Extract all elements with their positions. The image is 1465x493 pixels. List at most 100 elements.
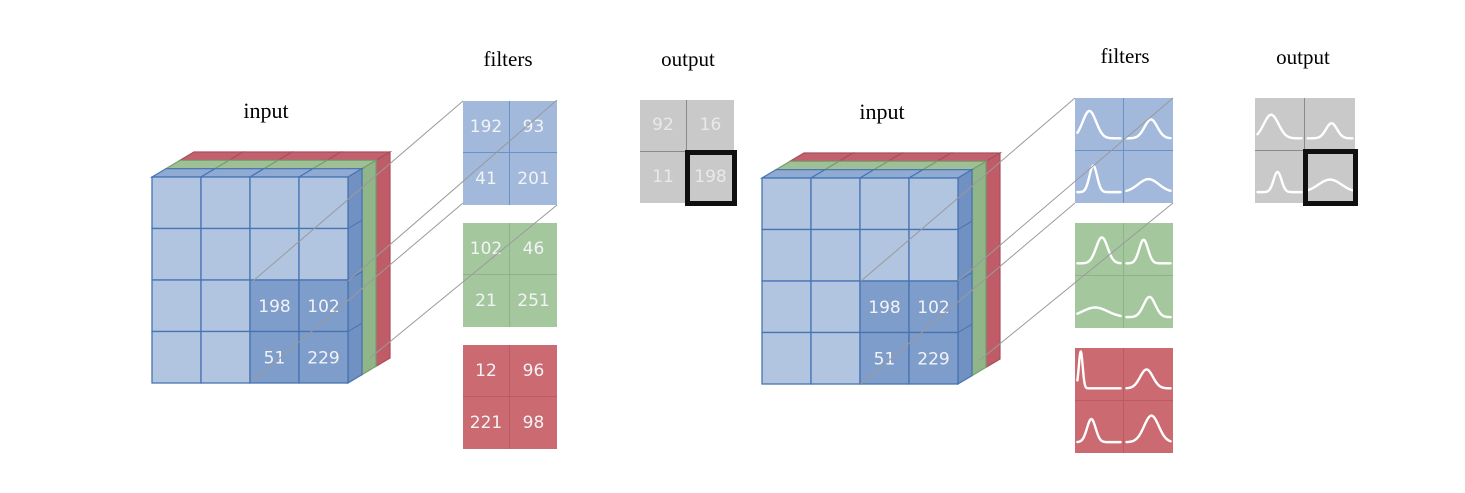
value-cell: 93 bbox=[510, 101, 557, 153]
input-region-value: 229 bbox=[917, 349, 949, 369]
curve-path bbox=[1077, 419, 1120, 442]
input-cell bbox=[908, 228, 959, 282]
distribution-cell bbox=[1075, 223, 1124, 276]
value-cell: 21 bbox=[463, 275, 510, 327]
value-cell: 192 bbox=[463, 101, 510, 153]
curve-path bbox=[1126, 369, 1170, 388]
curve-path bbox=[1077, 237, 1120, 263]
value-cell: 16 bbox=[687, 100, 734, 152]
distribution-curve bbox=[1124, 401, 1173, 454]
input-cell bbox=[249, 176, 300, 230]
input-region-value: 229 bbox=[307, 348, 339, 368]
input-cell bbox=[761, 331, 812, 385]
distribution-cell bbox=[1075, 150, 1124, 204]
input-cell bbox=[810, 177, 861, 231]
distribution-cell bbox=[1124, 98, 1173, 151]
distribution-curve bbox=[1124, 98, 1173, 150]
value-cell: 11 bbox=[640, 151, 687, 203]
distribution-cell bbox=[1124, 276, 1173, 329]
distribution-curve bbox=[1075, 401, 1123, 454]
value-cell: 98 bbox=[522, 413, 545, 433]
distribution-cell bbox=[1075, 98, 1124, 151]
value-cell: 251 bbox=[517, 291, 550, 311]
value-cell: 92 bbox=[640, 100, 687, 152]
curve-path bbox=[1077, 307, 1120, 315]
input-cell bbox=[151, 330, 202, 384]
curve-path bbox=[1126, 296, 1170, 316]
distribution-curve bbox=[1124, 348, 1173, 400]
distribution-curve bbox=[1124, 151, 1173, 204]
distribution-cell bbox=[1124, 348, 1173, 401]
cube-side-band bbox=[361, 159, 377, 376]
curve-path bbox=[1077, 165, 1120, 192]
distribution-curve bbox=[1255, 98, 1304, 150]
input-cell bbox=[859, 177, 910, 231]
distribution-curve bbox=[1124, 223, 1173, 275]
value-cell: 198 bbox=[694, 167, 727, 188]
distribution-curve bbox=[1305, 151, 1355, 204]
value-cell: 221 bbox=[463, 397, 510, 449]
curve-path bbox=[1308, 123, 1353, 138]
curve-path bbox=[1257, 115, 1301, 139]
input-label: input bbox=[243, 98, 289, 123]
input-region-value: 198 bbox=[868, 298, 900, 318]
input-cell bbox=[761, 177, 812, 231]
curve-path bbox=[1077, 352, 1120, 389]
cube-side-band bbox=[375, 150, 391, 368]
value-cell: 46 bbox=[510, 223, 557, 275]
distribution-curve bbox=[1075, 98, 1123, 150]
filters-label: filters bbox=[1100, 44, 1150, 68]
input-cell bbox=[810, 331, 861, 385]
curve-path bbox=[1126, 119, 1170, 138]
distribution-curve bbox=[1075, 276, 1123, 329]
input-cell bbox=[810, 228, 861, 282]
value-cell: 41 bbox=[463, 153, 510, 205]
input-cell bbox=[908, 177, 959, 231]
distribution-curve bbox=[1124, 276, 1173, 329]
filter-grid-blue bbox=[1075, 98, 1173, 203]
input-cell bbox=[151, 176, 202, 230]
input-cell bbox=[859, 228, 910, 282]
curve-path bbox=[1126, 240, 1170, 264]
curve-path bbox=[1126, 415, 1170, 441]
input-cell bbox=[200, 176, 251, 230]
input-region-value: 102 bbox=[307, 297, 339, 317]
input-cell bbox=[151, 279, 202, 333]
distribution-curve bbox=[1075, 223, 1123, 275]
filter-grid-red bbox=[1075, 348, 1173, 453]
input-cell bbox=[200, 330, 251, 384]
distribution-curve bbox=[1305, 98, 1355, 150]
curve-path bbox=[1308, 179, 1353, 190]
distribution-cell bbox=[1255, 98, 1305, 151]
input-cell bbox=[761, 280, 812, 334]
input-cell bbox=[151, 227, 202, 281]
filter-grid-green bbox=[1075, 223, 1173, 328]
curve-path bbox=[1077, 111, 1120, 138]
input-label: input bbox=[859, 99, 905, 124]
distribution-curve bbox=[1075, 151, 1123, 204]
distribution-curve bbox=[1255, 151, 1304, 204]
input-cell bbox=[200, 227, 251, 281]
input-cell bbox=[249, 227, 300, 281]
curve-path bbox=[1257, 171, 1301, 191]
input-cell bbox=[298, 176, 349, 230]
output-label: output bbox=[661, 47, 715, 71]
distribution-cell bbox=[1075, 275, 1124, 329]
value-cell: 201 bbox=[517, 169, 550, 189]
input-region-value: 102 bbox=[917, 298, 949, 318]
input-cell bbox=[200, 279, 251, 333]
distribution-cell bbox=[1124, 401, 1173, 454]
distribution-cell bbox=[1255, 150, 1305, 204]
input-region-value: 51 bbox=[264, 348, 286, 368]
cube-side-band bbox=[971, 160, 987, 377]
distribution-cell bbox=[1075, 400, 1124, 454]
output-label: output bbox=[1276, 45, 1330, 69]
distribution-curve bbox=[1075, 348, 1123, 400]
